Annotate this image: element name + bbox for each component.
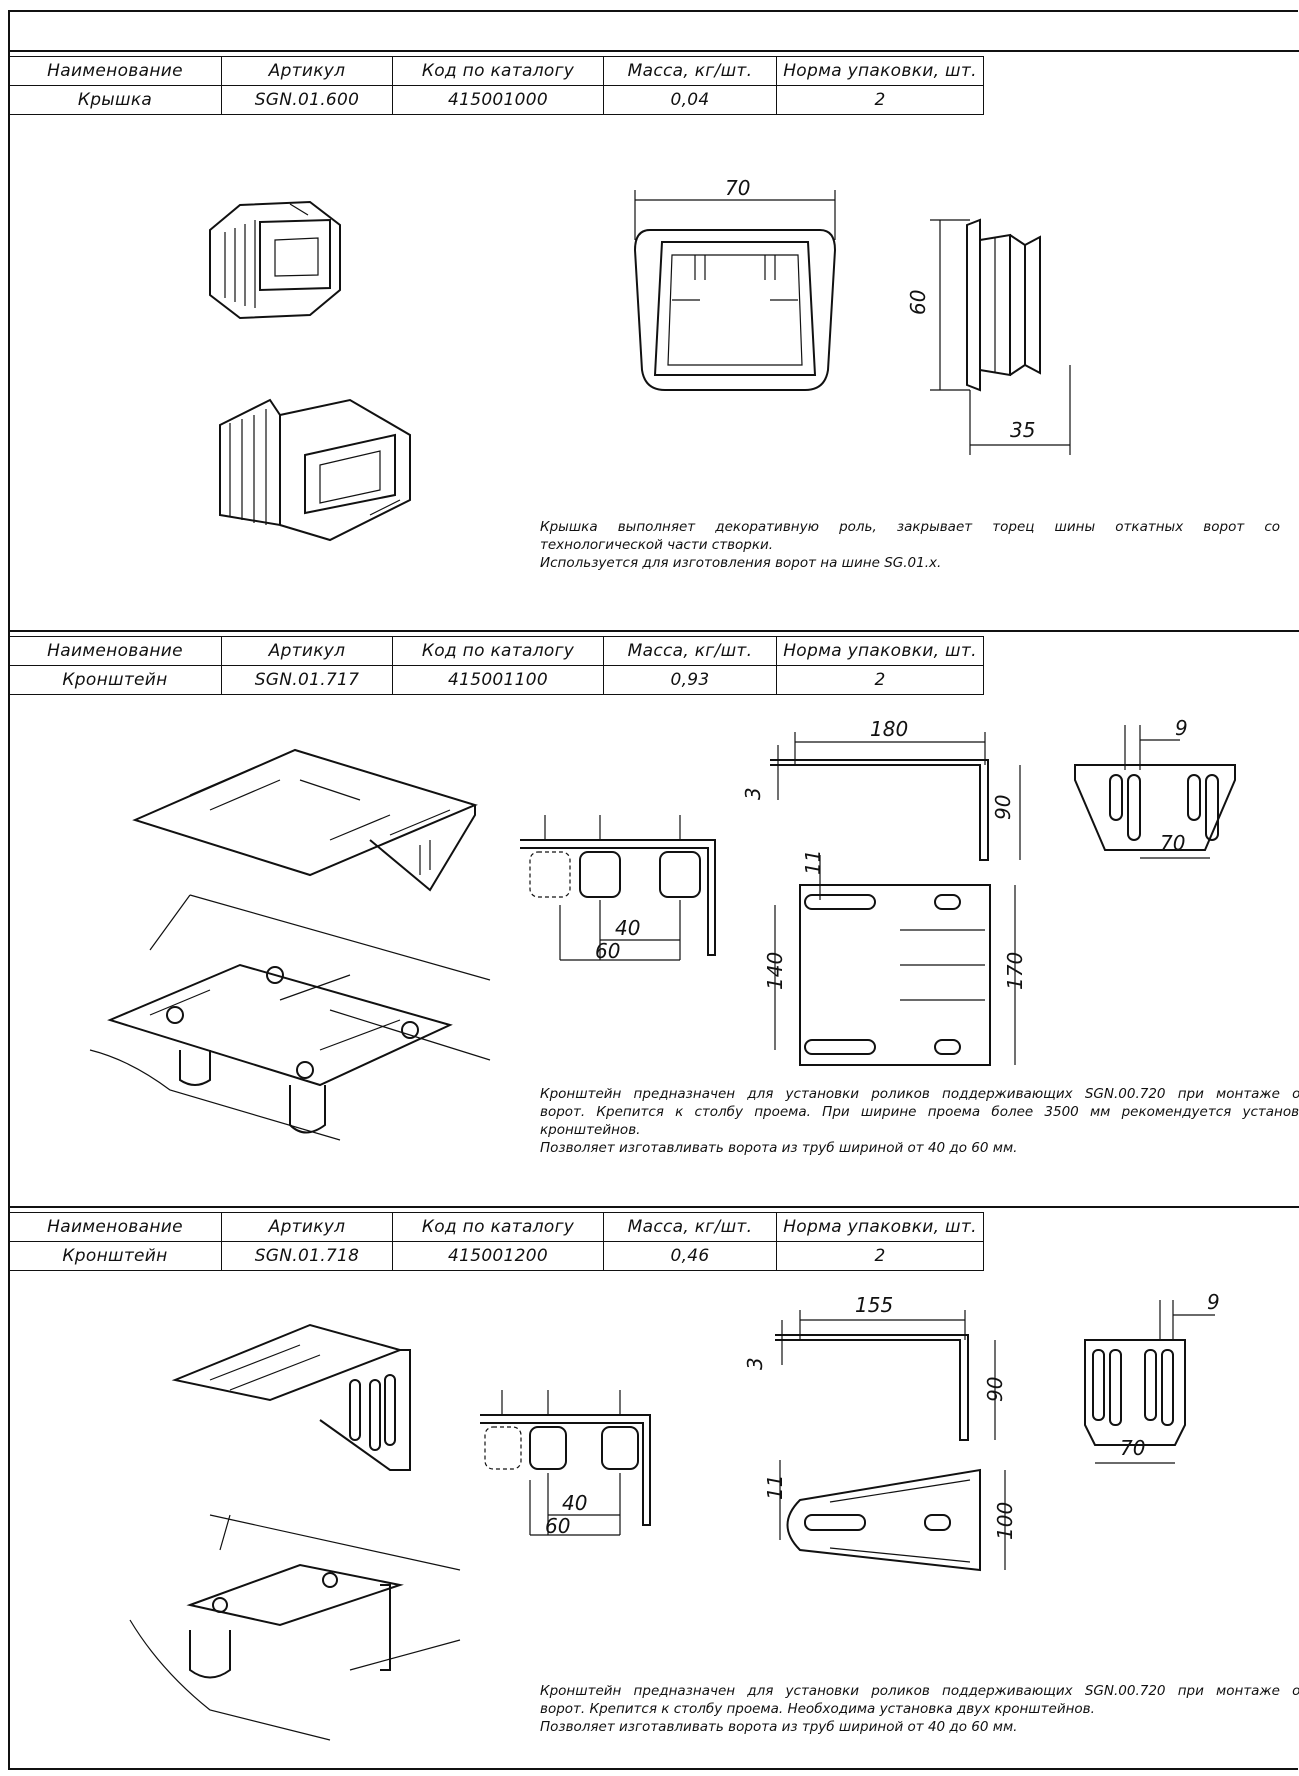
spec-value-row: Крышка SGN.01.600 415001000 0,04 2 [8,85,984,115]
dim-height: 90 [991,795,1015,820]
header-pack: Норма упаковки, шт. [776,1212,984,1242]
dim-thickness: 3 [743,1357,767,1370]
description-line: Кронштейн предназначен для установки рол… [540,1683,1299,1699]
dim-width: 170 [1003,952,1027,990]
dim-roller-60: 60 [595,939,620,963]
description-line: Используется для изготовления ворот на ш… [540,555,942,571]
product-mass: 0,46 [603,1241,777,1271]
bracket-717-isometric-view [132,748,478,892]
header-pack: Норма упаковки, шт. [776,56,984,86]
product-catalog-code: 415001200 [392,1241,604,1271]
product-name: Кронштейн [8,665,222,695]
description-line: Крышка выполняет декоративную роль, закр… [540,519,1299,535]
bracket-717-mounted-view [89,894,491,1141]
header-pack: Норма упаковки, шт. [776,636,984,666]
description-line: кронштейнов. [540,1122,641,1138]
dim-slot: 11 [763,1475,787,1500]
header-mass: Масса, кг/шт. [603,1212,777,1242]
bracket-718-description: Кронштейн предназначен для установки рол… [540,1682,1299,1736]
dim-thickness: 3 [741,787,765,800]
dim-width: 100 [993,1502,1017,1540]
spec-table-cap: Наименование Артикул Код по каталогу Мас… [8,56,984,115]
section-divider [8,630,1299,632]
cap-isometric-view [209,200,341,320]
header-article: Артикул [221,636,393,666]
product-article: SGN.01.600 [221,85,393,115]
spec-table-bracket-717: Наименование Артикул Код по каталогу Мас… [8,636,984,695]
dim-slot: 11 [801,850,825,875]
spec-header-row: Наименование Артикул Код по каталогу Мас… [8,1212,984,1242]
header-article: Артикул [221,1212,393,1242]
bracket-718-top-view: 11 100 [763,1460,1017,1572]
bracket-717-front-view: 9 70 [1074,716,1236,859]
description-line: Кронштейн предназначен для установки рол… [540,1086,1299,1102]
dim-length: 155 [855,1293,893,1317]
bracket-717-top-view: 11 140 170 [763,850,1027,1066]
dim-roller-40: 40 [615,916,640,940]
dim-roller-60: 60 [545,1514,570,1538]
description-line: Позволяет изготавливать ворота из труб ш… [540,1719,1018,1735]
spec-table-bracket-718: Наименование Артикул Код по каталогу Мас… [8,1212,984,1271]
dim-hole-spacing: 140 [763,952,787,990]
section-divider [8,50,1299,52]
dim-roller-40: 40 [562,1491,587,1515]
dim-base: 70 [1120,1436,1145,1460]
product-pack: 2 [776,665,984,695]
dim-width: 70 [725,176,750,200]
dim-depth: 35 [1010,418,1035,442]
header-name: Наименование [8,636,222,666]
header-catalog-code: Код по каталогу [392,636,604,666]
bracket-718-roller-layout: 40 60 [480,1390,651,1538]
cap-mounted-view [219,398,411,542]
spec-value-row: Кронштейн SGN.01.718 415001200 0,46 2 [8,1241,984,1271]
section-divider [8,1206,1299,1208]
dim-height: 90 [983,1377,1007,1402]
bracket-717-roller-layout: 40 60 [520,815,716,963]
description-line: ворот. Крепится к столбу проема. При шир… [540,1104,1299,1120]
cap-description: Крышка выполняет декоративную роль, закр… [540,518,1299,572]
spec-header-row: Наименование Артикул Код по каталогу Мас… [8,56,984,86]
product-name: Крышка [8,85,222,115]
product-article: SGN.01.717 [221,665,393,695]
drawing-sheet [8,10,1298,1770]
product-mass: 0,93 [603,665,777,695]
cap-side-view: 60 35 [906,218,1071,455]
product-catalog-code: 415001000 [392,85,604,115]
description-line: ворот. Крепится к столбу проема. Необход… [540,1701,1095,1717]
product-pack: 2 [776,85,984,115]
bracket-718-isometric-view [171,1323,411,1471]
header-mass: Масса, кг/шт. [603,56,777,86]
bracket-717-description: Кронштейн предназначен для установки рол… [540,1085,1299,1157]
spec-header-row: Наименование Артикул Код по каталогу Мас… [8,636,984,666]
product-pack: 2 [776,1241,984,1271]
description-line: технологической части створки. [540,537,774,553]
header-mass: Масса, кг/шт. [603,636,777,666]
product-article: SGN.01.718 [221,1241,393,1271]
header-article: Артикул [221,56,393,86]
dim-base: 70 [1160,831,1185,855]
bracket-718-mounted-view [129,1514,461,1741]
dim-height: 60 [906,290,930,315]
description-line: Позволяет изготавливать ворота из труб ш… [540,1140,1018,1156]
bracket-717-side-view: 180 3 90 [741,717,1021,861]
dim-thickness-2: 9 [1207,1290,1220,1314]
header-name: Наименование [8,56,222,86]
product-mass: 0,04 [603,85,777,115]
product-name: Кронштейн [8,1241,222,1271]
bracket-718-side-view: 155 3 90 [743,1293,1007,1441]
spec-value-row: Кронштейн SGN.01.717 415001100 0,93 2 [8,665,984,695]
bracket-718-front-view: 9 70 [1084,1290,1220,1464]
header-name: Наименование [8,1212,222,1242]
cap-front-view: 70 [633,176,837,391]
header-catalog-code: Код по каталогу [392,56,604,86]
header-catalog-code: Код по каталогу [392,1212,604,1242]
product-catalog-code: 415001100 [392,665,604,695]
dim-thickness-2: 9 [1175,716,1188,740]
dim-length: 180 [870,717,908,741]
